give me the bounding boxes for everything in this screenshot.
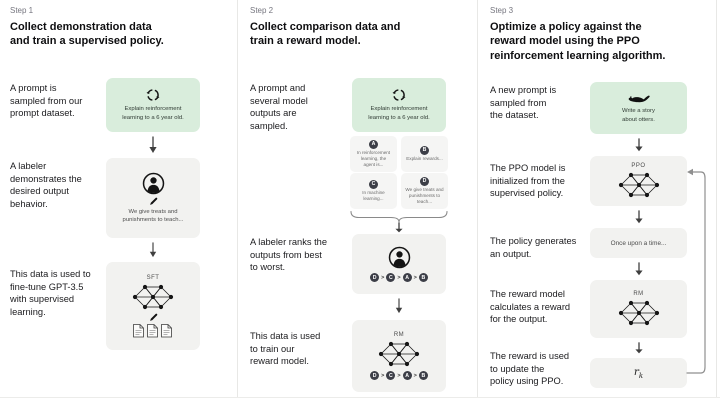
step3-output-caption: The policy generates an output.: [490, 236, 577, 259]
ranking-row: D>C>A>B: [370, 371, 428, 380]
step1-column: Step 1 Collect demonstration data and tr…: [0, 0, 237, 407]
down-arrow-icon: [635, 262, 643, 276]
neural-network-icon: [378, 341, 420, 367]
reward-model-box: RM D>C>A>B: [352, 320, 446, 392]
down-arrow-icon: [635, 342, 643, 354]
output-letter-badge: A: [369, 139, 378, 149]
rank-letter-B: B: [418, 273, 428, 282]
down-arrow-icon: [635, 210, 643, 224]
rank-separator: >: [381, 274, 385, 281]
pencil-icon: [149, 313, 157, 321]
down-arrow-icon: [149, 242, 157, 258]
step1-prompt-box: Explain reinforcement learning to a 6 ye…: [106, 78, 200, 132]
step2-prompt-text: Explain reinforcement learning to a 6 ye…: [368, 106, 430, 121]
output-letter-badge: B: [420, 145, 429, 155]
reward-symbol: rk: [633, 365, 644, 381]
down-arrow-icon: [395, 222, 403, 233]
step3-prompt-box: Write a story about otters.: [590, 82, 687, 134]
rank-separator: >: [397, 274, 401, 281]
rank-letter-A: A: [402, 371, 412, 380]
labeler-ranking-box: D>C>A>B: [352, 234, 446, 294]
neural-network-icon: [132, 284, 174, 309]
reward-value-box: rk: [590, 358, 687, 388]
down-arrow-icon: [149, 136, 157, 153]
neural-network-icon: [618, 300, 659, 326]
rm-model-label: RM: [393, 332, 405, 338]
pencil-icon: [149, 197, 157, 205]
step1-label: Step 1: [10, 6, 34, 15]
step1-labeler-note: We give treats and punishments to teach.…: [122, 208, 184, 223]
step2-rank-caption: A labeler ranks the outputs from best to…: [250, 237, 328, 273]
step1-labeler-caption: A labeler demonstrates the desired outpu…: [10, 161, 82, 209]
step1-prompt-caption: A prompt is sampled from our prompt data…: [10, 83, 83, 119]
step3-label: Step 3: [490, 6, 514, 15]
rm-model-label: RM: [633, 291, 644, 297]
column-divider: [477, 0, 478, 397]
down-arrow-icon: [395, 298, 403, 314]
sft-model-box: SFT: [106, 262, 200, 350]
step3-reward-caption: The reward model calculates a reward for…: [490, 289, 571, 325]
step2-column: Step 2 Collect comparison data and train…: [240, 0, 477, 407]
output-snippet: We give treats and punishments to teach.…: [405, 187, 444, 205]
down-arrow-icon: [635, 138, 643, 152]
step2-label: Step 2: [250, 6, 274, 15]
bottom-rule: [0, 397, 720, 398]
person-icon: [142, 172, 164, 194]
ppo-model-box: PPO: [590, 156, 687, 206]
ranking-row: D>C>A>B: [370, 273, 428, 282]
rank-separator: >: [381, 372, 385, 379]
rank-separator: >: [397, 372, 401, 379]
step2-train-caption: This data is used to train our reward mo…: [250, 331, 321, 367]
output-letter-badge: C: [369, 179, 378, 189]
step3-update-caption: The reward is used to update the policy …: [490, 351, 570, 387]
feedback-loop-arrow-icon: [686, 168, 706, 374]
rank-letter-C: C: [386, 273, 396, 282]
step3-prompt-caption: A new prompt is sampled from the dataset…: [490, 85, 557, 121]
output-snippet: In machine learning...: [362, 190, 385, 202]
person-icon: [388, 246, 410, 269]
step3-reward-model-box: RM: [590, 280, 687, 338]
policy-output-text: Once upon a time...: [610, 239, 667, 247]
ppo-model-label: PPO: [631, 163, 646, 169]
rank-separator: >: [413, 274, 417, 281]
cycle-icon: [392, 89, 406, 102]
column-divider: [716, 0, 717, 397]
curly-brace-icon: [350, 210, 448, 223]
neural-network-icon: [618, 172, 659, 198]
otter-icon: [628, 95, 650, 103]
rank-letter-B: B: [418, 371, 428, 380]
output-letter-badge: D: [420, 176, 429, 186]
step2-heading: Collect comparison data and train a rewa…: [250, 21, 401, 48]
step1-finetune-caption: This data is used to fine-tune GPT-3.5 w…: [10, 269, 91, 317]
step3-heading: Optimize a policy against the reward mod…: [490, 21, 666, 62]
rank-letter-D: D: [370, 273, 380, 282]
step1-prompt-text: Explain reinforcement learning to a 6 ye…: [122, 106, 184, 121]
rank-letter-C: C: [386, 371, 396, 380]
sft-model-label: SFT: [146, 274, 160, 281]
output-snippet: Explain rewards...: [406, 156, 443, 162]
step2-prompt-caption: A prompt and several model outputs are s…: [250, 83, 308, 131]
rank-letter-A: A: [402, 273, 412, 282]
documents-icon: [133, 323, 172, 337]
step2-prompt-box: Explain reinforcement learning to a 6 ye…: [352, 78, 446, 132]
cycle-icon: [146, 89, 160, 102]
rank-letter-D: D: [370, 371, 380, 380]
step3-prompt-text: Write a story about otters.: [622, 108, 655, 123]
policy-output-box: Once upon a time...: [590, 228, 687, 258]
step3-init-caption: The PPO model is initialized from the su…: [490, 163, 566, 199]
step1-labeler-box: We give treats and punishments to teach.…: [106, 158, 200, 238]
output-snippet: In reinforcement learning, the agent is.…: [356, 150, 391, 168]
step1-heading: Collect demonstration data and train a s…: [10, 21, 164, 48]
step3-column: Step 3 Optimize a policy against the rew…: [480, 0, 717, 407]
rank-separator: >: [413, 372, 417, 379]
column-divider: [237, 0, 238, 397]
